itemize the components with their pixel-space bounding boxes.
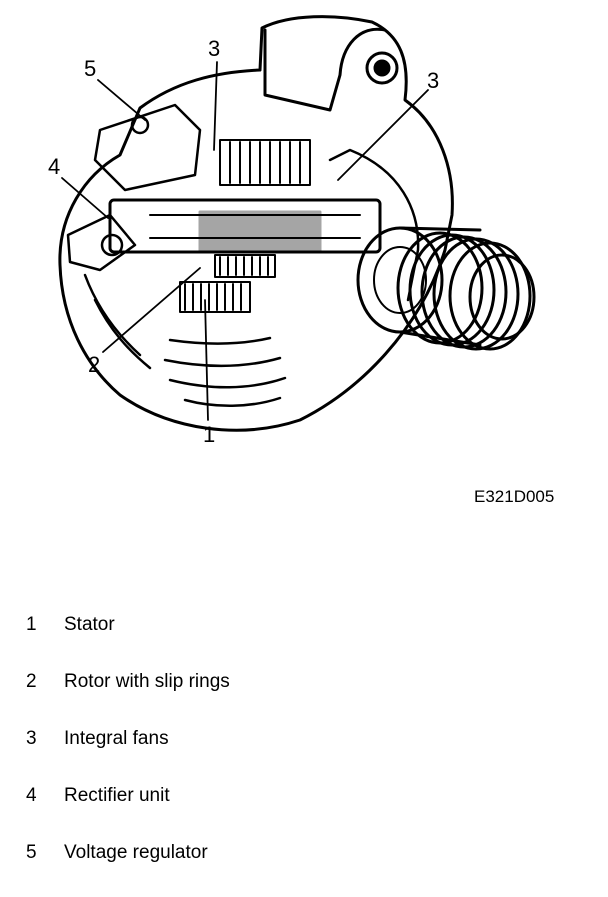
legend-number: 5	[26, 842, 37, 863]
callout-1: 1	[203, 422, 216, 447]
legend-number: 3	[26, 728, 37, 749]
legend-label: Rotor with slip rings	[64, 671, 230, 692]
callout-3-right: 3	[427, 68, 440, 93]
legend-item: 5 Voltage regulator	[26, 840, 230, 897]
legend-item: 1 Stator	[26, 612, 230, 669]
alternator-cutaway-illustration	[58, 15, 536, 432]
legend-item: 2 Rotor with slip rings	[26, 669, 230, 726]
legend-item: 3 Integral fans	[26, 726, 230, 783]
leader-lines	[61, 61, 429, 421]
legend-label: Stator	[64, 614, 115, 635]
front-frame	[328, 148, 420, 302]
legend-label: Integral fans	[64, 728, 169, 749]
callout-4: 4	[48, 154, 61, 179]
rectifier-block	[66, 213, 137, 272]
legend-label: Voltage regulator	[64, 842, 208, 863]
rear-housing	[58, 15, 454, 432]
callout-3-upper: 3	[208, 36, 221, 61]
shaft-assembly	[108, 198, 382, 254]
legend-label: Rectifier unit	[64, 785, 170, 806]
figure-code: E321D005	[474, 487, 555, 506]
mounting-lug	[263, 27, 399, 112]
legend-number: 2	[26, 671, 37, 692]
legend-number: 1	[26, 614, 37, 635]
callout-5: 5	[84, 56, 97, 81]
legend-list: 1 Stator 2 Rotor with slip rings 3 Integ…	[26, 612, 230, 897]
legend-number: 4	[26, 785, 37, 806]
stator-windings	[179, 139, 311, 313]
callout-2: 2	[88, 352, 101, 377]
regulator-block	[93, 103, 202, 192]
legend-item: 4 Rectifier unit	[26, 783, 230, 840]
pulley	[356, 226, 536, 351]
